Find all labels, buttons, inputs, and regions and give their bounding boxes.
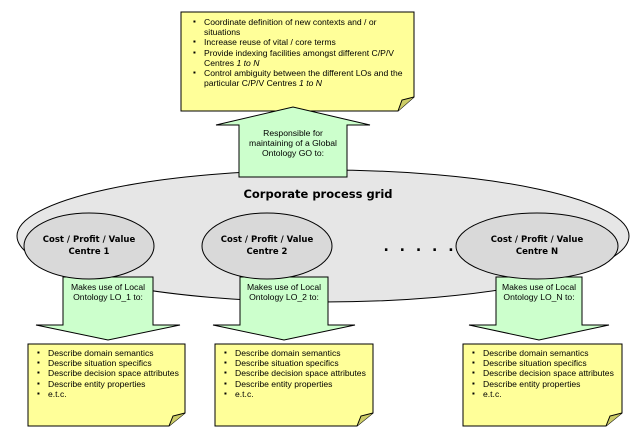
centre-1-line1: Cost / Profit / Value [42, 235, 136, 245]
list-item: Describe situation specifics [469, 358, 617, 368]
bottom-note-n-list: Describe domain semantics Describe situa… [469, 348, 617, 399]
bottom-note-1-fold [168, 412, 186, 427]
top-note: Coordinate definition of new contexts an… [190, 17, 412, 88]
bottom-note-2-list: Describe domain semantics Describe situa… [221, 348, 369, 399]
list-item: e.t.c. [221, 389, 369, 399]
local-ontology-arrow-1 [35, 276, 181, 341]
local-ontology-arrow-2 [212, 276, 356, 341]
bottom-note-2-fold [356, 412, 374, 427]
centre-n-line1: Cost / Profit / Value [490, 235, 584, 245]
centre-2-line1: Cost / Profit / Value [220, 235, 314, 245]
list-item: Describe entity properties [34, 379, 182, 389]
local-arrow-n-label: Makes use of Local Ontology LO_N to: [501, 282, 577, 303]
list-item: Describe decision space attributes [469, 368, 617, 378]
bottom-note-1-list: Describe domain semantics Describe situa… [34, 348, 182, 399]
local-ontology-arrow-n [468, 276, 610, 341]
bottom-note-2: Describe domain semantics Describe situa… [221, 348, 369, 399]
list-item: Describe decision space attributes [221, 368, 369, 378]
centre-2-ellipse [201, 212, 333, 280]
top-note-list: Coordinate definition of new contexts an… [190, 17, 412, 88]
local-arrow-2-label: Makes use of Local Ontology LO_2 to: [246, 282, 322, 303]
centre-n-label: Cost / Profit / Value Centre N [472, 234, 602, 258]
centre-1-line2: Centre 1 [68, 247, 110, 257]
list-item: e.t.c. [34, 389, 182, 399]
centre-2-line2: Centre 2 [246, 247, 288, 257]
bottom-note-n-fold [605, 412, 623, 427]
bottom-note-1: Describe domain semantics Describe situa… [34, 348, 182, 399]
grid-title: Corporate process grid [243, 187, 393, 201]
centre-2-label: Cost / Profit / Value Centre 2 [202, 234, 332, 258]
list-item: Describe decision space attributes [34, 368, 182, 378]
centre-n-ellipse [455, 212, 619, 280]
list-item: Increase reuse of vital / core terms [190, 37, 412, 47]
list-item: Describe domain semantics [34, 348, 182, 358]
centre-1-label: Cost / Profit / Value Centre 1 [24, 234, 154, 258]
list-item: Describe situation specifics [221, 358, 369, 368]
list-item: Provide indexing facilities amongst diff… [190, 48, 412, 68]
list-item: Describe domain semantics [469, 348, 617, 358]
list-item: e.t.c. [469, 389, 617, 399]
top-note-fold [397, 96, 415, 112]
centre-1-ellipse [23, 212, 155, 280]
centre-n-line2: Centre N [515, 247, 559, 257]
local-arrow-1-label: Makes use of Local Ontology LO_1 to: [70, 282, 146, 303]
list-item: Control ambiguity between the different … [190, 68, 412, 88]
centres-ellipsis: . . . . . [383, 239, 457, 255]
bottom-note-n: Describe domain semantics Describe situa… [469, 348, 617, 399]
global-ontology-arrow-label: Responsible for maintaining of a Global … [249, 128, 337, 159]
list-item: Coordinate definition of new contexts an… [190, 17, 412, 37]
list-item: Describe entity properties [469, 379, 617, 389]
list-item: Describe domain semantics [221, 348, 369, 358]
list-item: Describe situation specifics [34, 358, 182, 368]
list-item: Describe entity properties [221, 379, 369, 389]
global-ontology-arrow [215, 106, 371, 178]
